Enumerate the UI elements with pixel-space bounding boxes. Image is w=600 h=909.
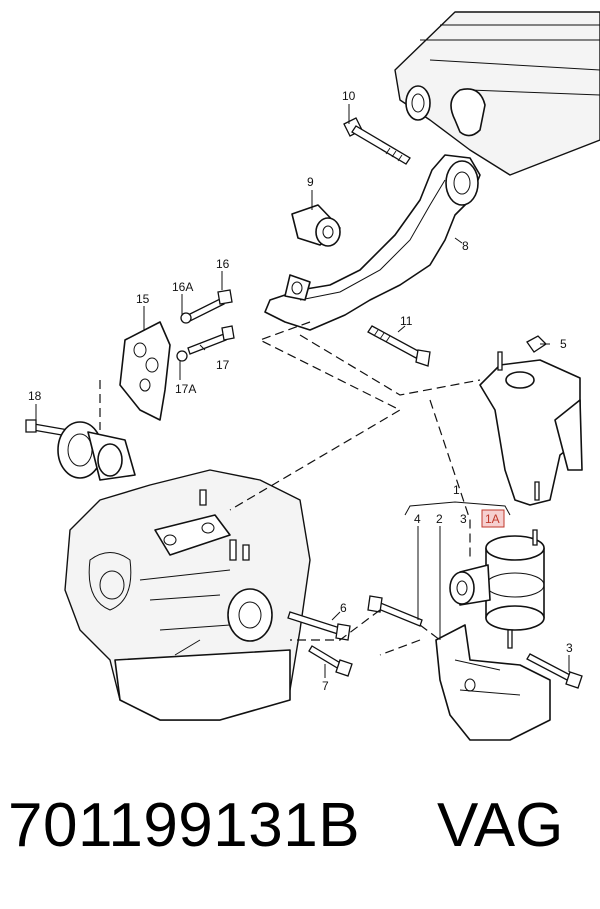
callout-1: 1 <box>453 483 460 497</box>
callout-8: 8 <box>462 239 469 253</box>
callout-9: 9 <box>307 175 314 189</box>
callout-15: 15 <box>136 292 150 306</box>
part-number: 701199131B <box>8 791 361 860</box>
callout-10: 10 <box>342 89 356 103</box>
callout-4: 4 <box>414 512 421 526</box>
callout-7: 7 <box>322 679 329 693</box>
callout-5: 5 <box>560 337 567 351</box>
engine-mount-rubber <box>449 529 545 649</box>
torque-support-arm <box>264 154 481 331</box>
callout-16: 16 <box>216 257 230 271</box>
bolt-middle <box>367 325 431 367</box>
callout-17: 17 <box>216 358 230 372</box>
leader-lines <box>35 104 570 678</box>
callout-3-lower: 3 <box>566 641 573 655</box>
brand-label: VAG <box>437 791 564 860</box>
bolts-6-7 <box>287 611 353 677</box>
subframe-crossmember <box>394 11 600 176</box>
rubber-bushing <box>291 204 341 247</box>
output-flange <box>57 421 136 481</box>
callout-18: 18 <box>28 389 42 403</box>
callout-2: 2 <box>436 512 443 526</box>
callout-3-upper: 3 <box>460 512 467 526</box>
callout-labels: 10 9 8 11 5 15 16A 16 17 17A 18 1 4 2 3 … <box>28 89 573 693</box>
footer: 701199131B VAG <box>0 790 600 900</box>
highlight-box-1A <box>481 509 505 528</box>
lower-mount-bracket <box>435 624 551 741</box>
transmission-housing <box>64 469 311 721</box>
callout-11: 11 <box>400 314 413 328</box>
callout-6: 6 <box>340 601 347 615</box>
callout-17A: 17A <box>175 382 196 396</box>
engine-mount-bracket <box>479 335 583 506</box>
callout-1A: 1A <box>485 512 500 526</box>
bolts-3-4 <box>367 595 583 689</box>
assembly-dashed-lines <box>99 321 481 656</box>
gearbox-bracket <box>25 289 235 439</box>
bolt-upper <box>343 117 411 165</box>
callout-16A: 16A <box>172 280 193 294</box>
